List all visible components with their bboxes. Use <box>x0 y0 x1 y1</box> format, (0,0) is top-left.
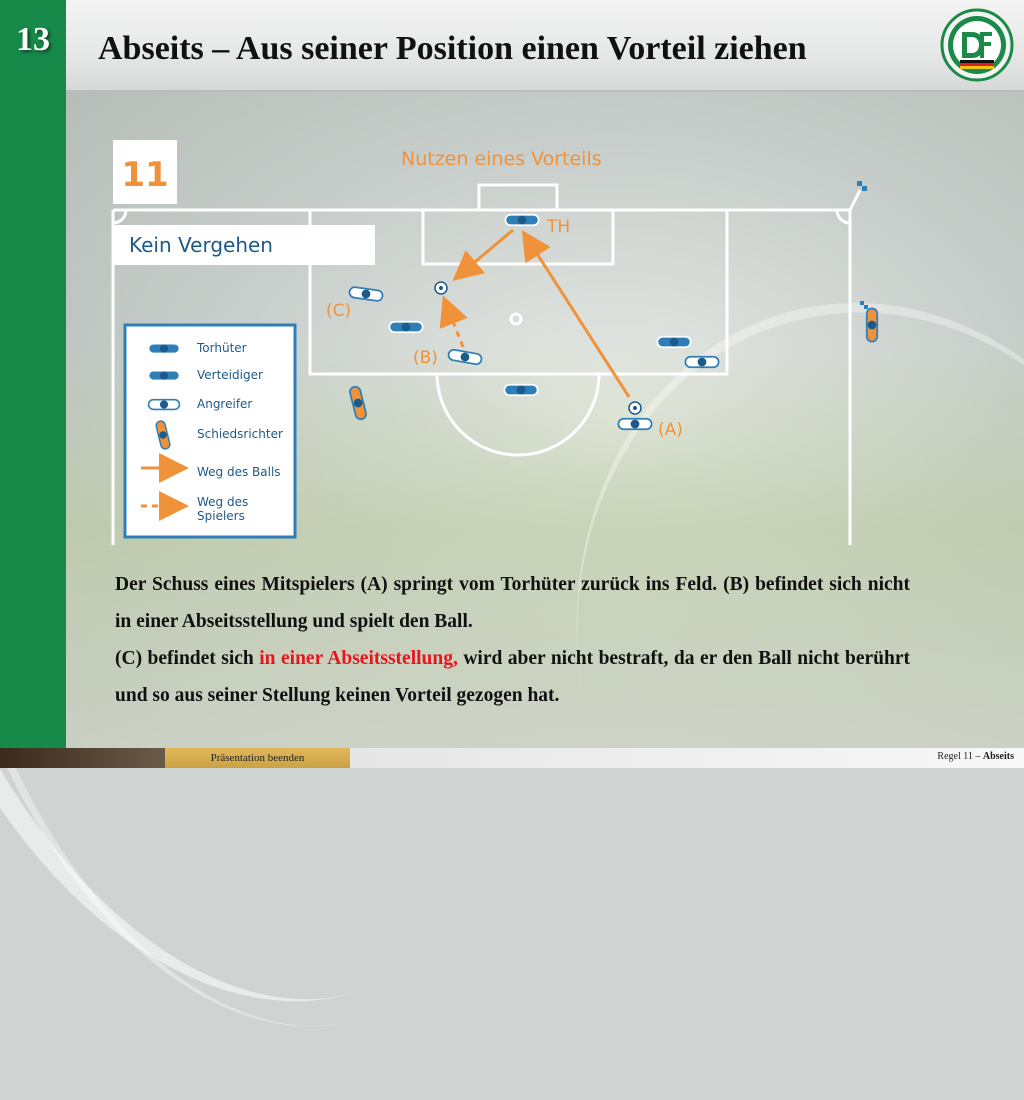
defender-icon <box>656 335 692 349</box>
footer-ref-topic: Abseits <box>982 751 1014 762</box>
verdict-box <box>113 225 375 265</box>
offside-diagram: 11 Nutzen eines Vorteils Kein Vergehen T… <box>111 140 879 545</box>
legend-box <box>123 323 297 539</box>
legend-goalkeeper-icon <box>147 342 181 355</box>
legend-player-path-label-2: Spielers <box>197 509 245 523</box>
attacker-icon <box>684 355 720 369</box>
player-c-label: (C) <box>326 301 351 321</box>
player-a-label: (A) <box>658 420 683 440</box>
legend: Torhüter Verteidiger Angreifer Schiedsri… <box>141 341 283 523</box>
footer-left-strip <box>0 748 165 768</box>
attacker-a-icon <box>617 417 653 431</box>
attacker-c-icon <box>347 285 385 303</box>
side-green-bar <box>0 0 66 768</box>
legend-ball-path-label: Weg des Balls <box>197 465 281 479</box>
player-b-label: (B) <box>413 348 438 368</box>
pitch-lines <box>111 183 862 545</box>
defender-icon <box>388 320 424 334</box>
explanation-part-2-start: (C) befindet sich <box>115 648 254 669</box>
end-presentation-button[interactable]: Präsentation beenden <box>165 748 350 768</box>
legend-referee-label: Schiedsrichter <box>197 427 283 441</box>
goalkeeper-icon <box>504 213 540 227</box>
legend-defender-icon <box>147 369 181 382</box>
referee-icon <box>347 384 369 422</box>
legend-attacker-icon <box>147 398 181 411</box>
attacker-b-icon <box>446 348 484 366</box>
diagram-number: 11 <box>121 155 168 195</box>
corner-flag-icon <box>857 181 867 191</box>
slide-title: Abseits – Aus seiner Position einen Vort… <box>98 30 807 67</box>
explanation-text: Der Schuss eines Mitspielers (A) springt… <box>115 566 910 714</box>
legend-goalkeeper-label: Torhüter <box>196 341 247 355</box>
verdict-label: Kein Vergehen <box>129 233 273 257</box>
diagram-heading: Nutzen eines Vorteils <box>401 148 602 170</box>
ball-icon <box>434 281 448 295</box>
ball-icon <box>628 401 642 415</box>
diagram-number-box <box>113 140 177 204</box>
defender-icon <box>503 383 539 397</box>
dfb-logo <box>940 8 1014 82</box>
ball-path-arrow <box>521 229 631 398</box>
assistant-referee-icon <box>865 307 879 343</box>
slide-number: 13 <box>16 21 50 58</box>
footer-ref-prefix: Regel 11 – <box>937 751 983 762</box>
player-path-arrow <box>439 295 468 348</box>
header-bar <box>66 0 1024 92</box>
explanation-highlight: in einer Abseitsstellung, <box>259 648 458 669</box>
explanation-part-2-end: wird aber nicht bestraft, da er den Ball… <box>115 648 911 706</box>
assistant-flag-icon <box>860 301 868 309</box>
legend-defender-label: Verteidiger <box>197 368 263 382</box>
explanation-part-1: Der Schuss eines Mitspielers (A) springt… <box>115 574 910 632</box>
footer-strip <box>350 748 1024 768</box>
legend-player-path-label-1: Weg des <box>197 495 248 509</box>
footer-rule-reference: Regel 11 – Abseits <box>937 751 1014 762</box>
penalty-spot <box>509 312 523 326</box>
legend-attacker-label: Angreifer <box>197 397 252 411</box>
ball-path-arrow <box>452 228 514 281</box>
goalkeeper-label: TH <box>546 217 570 237</box>
